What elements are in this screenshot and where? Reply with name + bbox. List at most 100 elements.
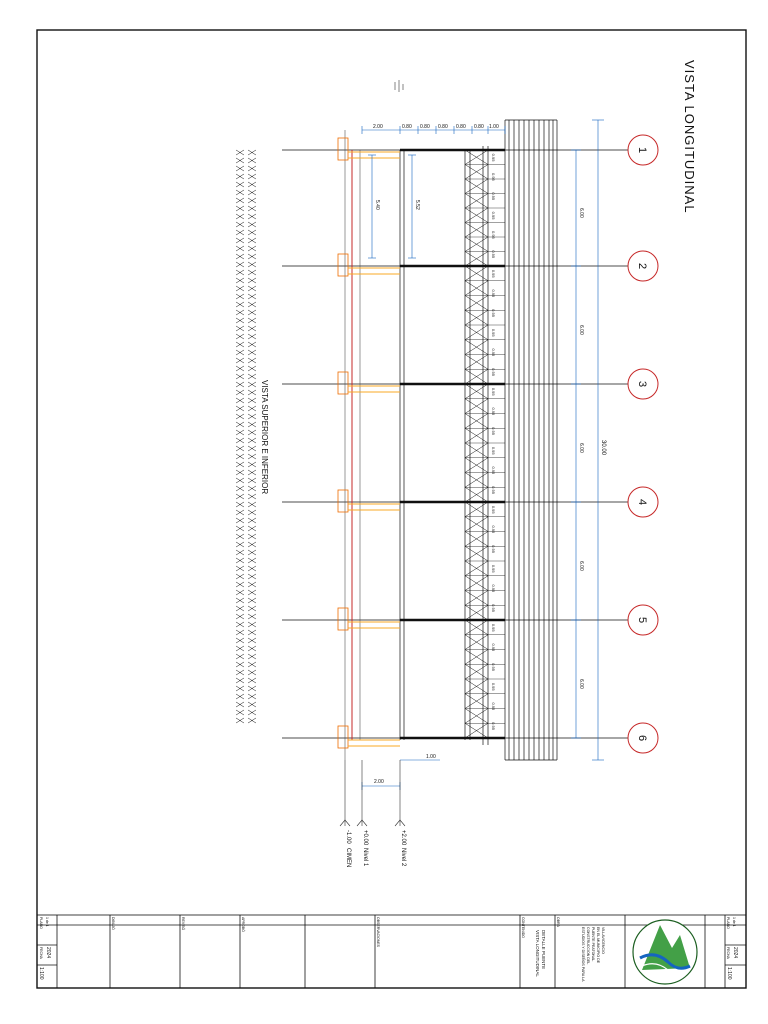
support-block — [337, 371, 349, 395]
diagonal — [464, 678, 489, 694]
hatch-mark — [235, 229, 245, 236]
view-title: VISTA LONGITUDINAL — [682, 60, 697, 214]
hatch-mark — [235, 157, 245, 164]
hatch-mark — [247, 709, 257, 716]
diagonal — [464, 605, 489, 621]
hatch-mark — [235, 533, 245, 540]
panel-dim-label: 0.95 — [491, 506, 496, 515]
support-members — [344, 130, 361, 760]
panel-dim-label: 0.95 — [491, 565, 496, 574]
hatch-mark — [247, 621, 257, 628]
hatch-mark — [247, 581, 257, 588]
panel-dim-label: 0.95 — [491, 154, 496, 163]
axis-balloon — [627, 250, 659, 282]
panel-dim-label: 0.95 — [491, 663, 496, 672]
note-marks — [394, 80, 404, 92]
hatch-mark — [235, 237, 245, 244]
support-block — [337, 607, 349, 631]
hatch-mark — [235, 261, 245, 268]
diagonal — [464, 619, 489, 635]
hatch-mark — [235, 685, 245, 692]
hatch-mark — [247, 525, 257, 532]
panel-dim-label: 0.95 — [491, 388, 496, 397]
bottom-dim: 2.00 — [374, 779, 384, 785]
diagonal — [464, 649, 489, 665]
tb-sheet-value-right: 1 de 1 — [732, 917, 736, 927]
hatch-mark — [235, 421, 245, 428]
axis-label: 1 — [636, 147, 648, 153]
hatch-mark — [247, 333, 257, 340]
panel-dim-label: 0.95 — [491, 624, 496, 633]
tb-sheet-value-left: 1 de 1 — [45, 917, 49, 927]
hatch-mark — [247, 349, 257, 356]
hatch-mark — [235, 709, 245, 716]
hatch-mark — [247, 565, 257, 572]
hatch-mark — [235, 333, 245, 340]
hatch-mark — [247, 149, 257, 156]
hatch-mark — [247, 517, 257, 524]
span-dimensions: 6.006.006.006.006.00 — [571, 149, 584, 739]
diagonal — [464, 723, 489, 739]
hatch-mark — [235, 469, 245, 476]
axis-label: 6 — [636, 735, 648, 741]
diagonal — [464, 413, 489, 429]
hatch-mark — [235, 253, 245, 260]
hatch-mark — [235, 429, 245, 436]
level-lines — [339, 760, 406, 827]
hatch-mark — [235, 413, 245, 420]
diagonal — [464, 546, 489, 562]
hatch-mark — [247, 685, 257, 692]
tb-sheet-label-left: PLANO — [39, 917, 43, 929]
hatch-mark — [247, 325, 257, 332]
diagonal — [464, 310, 489, 326]
hatch-mark — [235, 285, 245, 292]
hatch-mark — [247, 293, 257, 300]
hatch-mark — [235, 317, 245, 324]
support-blocks — [337, 137, 400, 749]
tb-reviewed-label: REVISÓ — [181, 917, 186, 931]
span-dim-label: 6.00 — [578, 443, 584, 453]
hatch-mark — [247, 413, 257, 420]
axis-balloon — [627, 134, 659, 166]
hatch-mark — [235, 221, 245, 228]
hatch-mark — [247, 173, 257, 180]
hatch-mark — [235, 573, 245, 580]
diagonal — [464, 457, 489, 473]
hatch-mark — [247, 245, 257, 252]
top-dim-1: 2.00 — [373, 124, 383, 130]
hatch-mark — [235, 189, 245, 196]
tb-project-line-4: EN EL MUNICIPIO DE — [596, 927, 600, 964]
hatch-mark — [235, 389, 245, 396]
span-dim-label: 6.00 — [578, 325, 584, 335]
axis-label: 5 — [636, 617, 648, 623]
height-dimensions — [368, 154, 416, 259]
hatch-mark — [247, 461, 257, 468]
top-dim-5: 0.80 — [456, 124, 466, 130]
hatch-mark — [235, 197, 245, 204]
hatch-mark — [247, 277, 257, 284]
diagonal — [464, 236, 489, 252]
diagonal — [464, 164, 489, 180]
level-1-name: Nivel 1 — [362, 848, 368, 867]
hatch-mark — [247, 197, 257, 204]
hatch-mark — [247, 421, 257, 428]
hatch-mark — [247, 469, 257, 476]
diagonal — [464, 265, 489, 281]
tb-drawn-label: DIBUJÓ — [111, 917, 116, 930]
hatch-mark — [247, 341, 257, 348]
support-block — [337, 137, 349, 161]
hatch-mark — [235, 597, 245, 604]
panel-dim-label: 0.95 — [491, 368, 496, 377]
hatch-mark — [247, 365, 257, 372]
level-1-value: +0.00 — [362, 830, 368, 846]
hatch-mark — [247, 701, 257, 708]
panel-dim-label: 0.95 — [491, 722, 496, 731]
diagonal — [464, 398, 489, 414]
hatch-mark — [235, 165, 245, 172]
diagonal — [464, 472, 489, 488]
hatch-mark — [235, 501, 245, 508]
panel-dim-label: 0.95 — [491, 192, 496, 201]
panel-dim-label: 0.95 — [491, 447, 496, 456]
hatch-mark — [247, 389, 257, 396]
hatch-mark — [247, 237, 257, 244]
